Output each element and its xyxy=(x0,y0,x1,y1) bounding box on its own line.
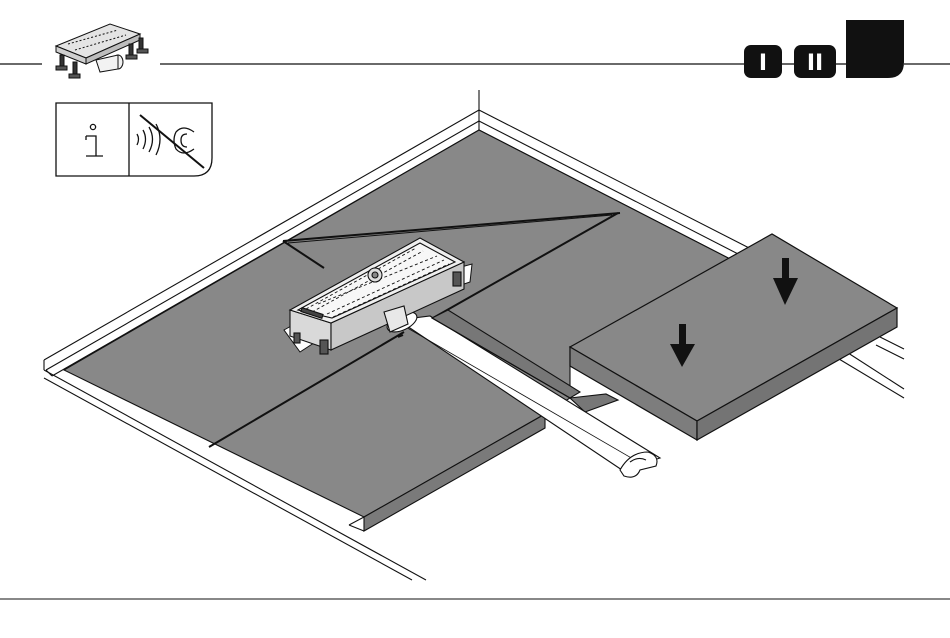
step-3-badge-current xyxy=(846,20,904,78)
step-1-label: I xyxy=(759,51,767,76)
product-thumbnail-icon xyxy=(56,24,148,78)
step-1-badge: I xyxy=(744,45,782,78)
step-2-label: II xyxy=(807,51,823,76)
step-2-badge: II xyxy=(794,45,836,78)
info-panel xyxy=(56,103,212,176)
step-indicator: I II xyxy=(744,20,904,78)
